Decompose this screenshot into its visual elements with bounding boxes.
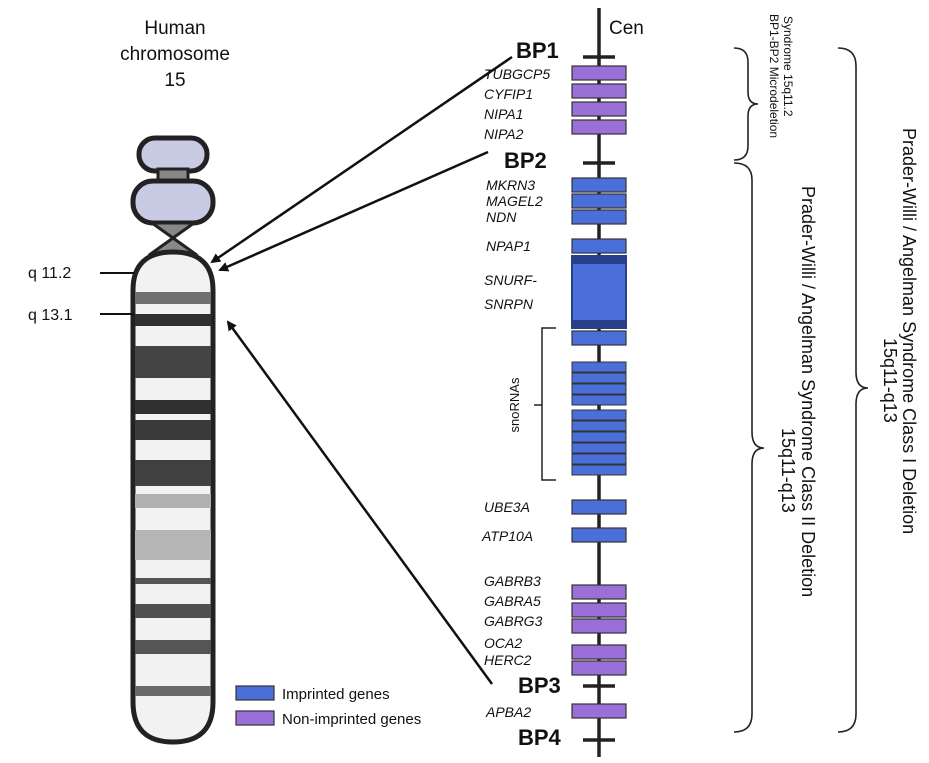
chromosome-title-line-1: Human: [144, 18, 205, 39]
gene-label-nipa1: NIPA1: [484, 106, 523, 122]
bp4-label: BP4: [518, 725, 562, 750]
microdeletion-label-line-2: Syndrome 15q11.2: [781, 16, 795, 117]
arrow-bp3: [226, 320, 494, 685]
gene-label-mkrn3: MKRN3: [486, 177, 535, 193]
bp3-label: BP3: [518, 673, 561, 698]
chromosome-q-arm: [130, 249, 216, 745]
gene-label-ube3a: UBE3A: [484, 499, 530, 515]
class-ii-label-line-1: Prader-Willi / Angelman Syndrome Class I…: [798, 186, 818, 597]
class-i-label-line-1: Prader-Willi / Angelman Syndrome Class I…: [899, 128, 919, 534]
gene-label-cyfip1: CYFIP1: [484, 86, 533, 102]
gene-label-herc2: HERC2: [484, 652, 532, 668]
gene-label-magel2: MAGEL2: [486, 193, 543, 209]
class-ii-label-line-2: 15q11-q13: [778, 428, 798, 513]
gene-label-npap1: NPAP1: [486, 238, 531, 254]
gene-label-gabrg3: GABRG3: [484, 613, 543, 629]
snorna-label: snoRNAs: [507, 377, 522, 432]
legend-label-imprinted: Imprinted genes: [282, 686, 390, 703]
brace-microdeletion: [733, 47, 759, 161]
legend-swatch-non-imprinted: [235, 710, 275, 726]
brace-class-ii: [733, 162, 765, 733]
bp1-label: BP1: [516, 38, 559, 63]
arrow-bp1: [210, 55, 513, 264]
chromosome-p-arm: [130, 135, 216, 255]
gene-label-snrpn: SNRPN: [484, 296, 534, 312]
bp2-label: BP2: [504, 148, 547, 173]
legend-label-non-imprinted: Non-imprinted genes: [282, 711, 421, 728]
gene-boxes: [571, 65, 627, 719]
gene-label-tubgcp5: TUBGCP5: [484, 66, 550, 82]
gene-label-gabra5: GABRA5: [484, 593, 541, 609]
gene-label-atp10a: ATP10A: [481, 528, 533, 544]
legend-swatch-imprinted: [235, 685, 275, 701]
class-i-label-line-2: 15q11-q13: [880, 338, 900, 423]
gene-label-snurf: SNURF-: [484, 272, 537, 288]
chromosome-title-line-3: 15: [164, 70, 185, 91]
arrow-bp2: [218, 150, 489, 272]
band-label-q11-2: q 11.2: [28, 265, 71, 282]
snorna-bracket: [541, 327, 556, 481]
microdeletion-label-line-1: BP1-BP2 Microdeletion: [767, 14, 781, 138]
chromosome-title-line-2: chromosome: [120, 44, 230, 65]
gene-label-nipa2: NIPA2: [484, 126, 524, 142]
centromere-label: Cen: [609, 18, 644, 39]
gene-label-gabrb3: GABRB3: [484, 573, 541, 589]
brace-class-i: [837, 47, 869, 733]
gene-label-ndn: NDN: [486, 209, 517, 225]
gene-label-oca2: OCA2: [484, 635, 522, 651]
gene-label-apba2: APBA2: [485, 704, 531, 720]
band-label-q13-1: q 13.1: [28, 307, 73, 324]
